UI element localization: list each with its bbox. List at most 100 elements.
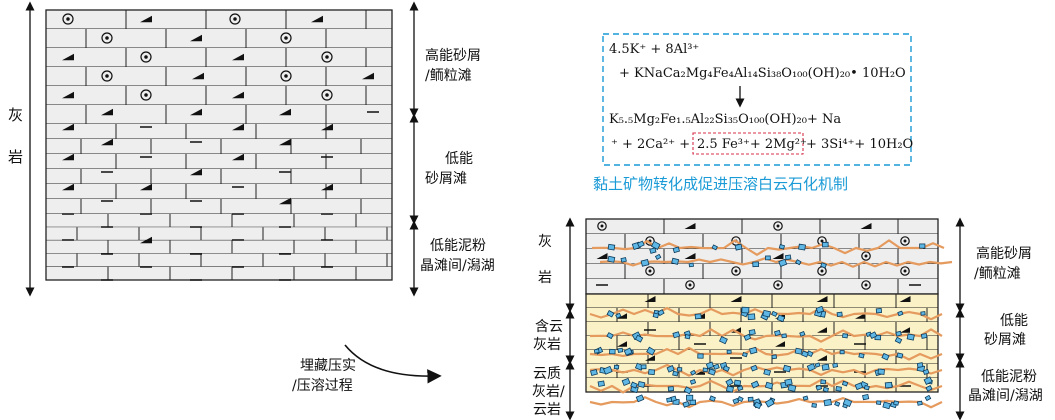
grain-symbol [684, 252, 696, 260]
dolomite-crystal [821, 363, 830, 371]
dolomite-crystal [747, 313, 756, 321]
dolomite-crystal [615, 312, 622, 319]
dolomite-crystal [684, 334, 691, 340]
process-arrow-group: 埋藏压实 /压溶过程 [292, 344, 442, 394]
grain-symbol [232, 91, 244, 99]
dolomite-crystal [924, 394, 932, 402]
dolomite-crystal [875, 308, 883, 314]
dolomite-crystal [682, 400, 690, 408]
left-zone-3-line-1: 低能泥粉 [430, 238, 486, 254]
dolomite-crystal [640, 364, 647, 370]
dolomite-crystal [771, 354, 778, 360]
dolomite-crystal [794, 347, 803, 355]
dolomite-crystal [922, 368, 930, 375]
dolomite-crystal [742, 351, 748, 358]
dolomite-crystal [798, 243, 806, 251]
dolomite-crystal [815, 384, 823, 391]
right-zone-1-line-2: /鲕粒滩 [974, 266, 1021, 282]
grain-symbol [279, 138, 291, 146]
dolomite-crystal [726, 349, 732, 354]
dolomite-crystal [862, 393, 870, 401]
stylolite-line [589, 328, 943, 343]
dolomite-crystal [762, 309, 771, 318]
dolomite-crystal [795, 259, 802, 266]
ooid-symbol [101, 70, 113, 82]
dolomite-crystal [694, 313, 702, 320]
dolomite-crystal [869, 331, 878, 339]
dolomite-crystal [620, 257, 627, 263]
ooid-symbol [321, 89, 333, 101]
grain-symbol [730, 295, 742, 303]
dolomite-crystal [884, 381, 893, 389]
right-dolomitized-block [585, 218, 953, 410]
right-lithology-3-line-1: 云质 [533, 366, 561, 382]
grain-symbol [321, 183, 333, 191]
equation-line-3: K₅.₅Mg₂Fe₁.₅Al₂₂Si₃₅O₁₀₀(OH)₂₀+ Na [609, 112, 841, 127]
dolomite-crystal [815, 305, 825, 314]
dolomite-crystal [842, 398, 853, 408]
dolomite-crystal [778, 244, 786, 250]
dolomite-crystal [722, 365, 730, 372]
dolomite-crystal [646, 346, 656, 356]
stylolite-line [591, 239, 945, 256]
dolomite-crystal [711, 244, 718, 251]
dolomite-crystal [893, 400, 900, 406]
block-outline [585, 293, 939, 393]
ooid-symbol [140, 51, 152, 63]
dolomite-crystal [635, 394, 645, 403]
dolomite-crystal [776, 314, 786, 323]
dolomite-crystal [787, 384, 797, 392]
ooid-symbol [900, 236, 910, 246]
left-zone-2-line-1: 低能 [445, 151, 473, 167]
right-lithology-2-line-2: 灰岩 [533, 337, 561, 353]
ooid-symbol [645, 266, 655, 276]
grain-symbol [140, 183, 152, 191]
dolomite-crystal [771, 310, 778, 317]
grain-symbol [899, 295, 911, 303]
grain-symbol [645, 355, 655, 361]
dolomite-crystal [919, 243, 926, 249]
grain-symbol [644, 295, 656, 303]
dolomite-crystal [630, 381, 638, 389]
dolomite-crystal [882, 401, 891, 410]
dolomite-crystal [741, 306, 750, 314]
dolomite-crystal [876, 400, 882, 405]
dolomite-crystal [925, 385, 933, 392]
ooid-symbol [731, 266, 741, 276]
dolomite-crystal [609, 348, 616, 355]
dolomite-crystal [806, 363, 816, 372]
process-label-line-1: 埋藏压实 [300, 358, 356, 374]
ooid-symbol [773, 221, 783, 231]
dolomite-crystal [705, 361, 715, 370]
dolomite-crystal [636, 240, 645, 248]
grain-symbol [190, 168, 202, 176]
dolomite-crystal [863, 384, 870, 391]
right-lithology-3-line-2: 灰岩/ [532, 384, 565, 400]
dolomite-crystal [763, 368, 772, 376]
right-zone-1-line-1: 高能砂屑 [976, 245, 1032, 262]
dolomite-crystal [820, 262, 827, 269]
dolomite-crystal [801, 350, 809, 358]
grain-symbol [232, 153, 244, 161]
left-lithology-char-1: 灰 [8, 106, 23, 124]
dolomite-crystal [784, 254, 792, 261]
ooid-symbol [229, 13, 241, 25]
grain-symbol [816, 295, 828, 303]
dolomite-crystal [671, 257, 680, 265]
grain-symbol [232, 123, 244, 131]
right-lithology-1-line-1: 灰 [538, 234, 552, 250]
dolomite-crystal [672, 246, 681, 254]
dolomite-crystal [839, 350, 845, 355]
dolomite-crystal [923, 376, 933, 385]
grain-symbol [596, 252, 608, 260]
left-zone-1-line-1: 高能砂屑 [425, 47, 481, 64]
grain-symbol [62, 153, 74, 161]
grain-symbol [140, 236, 152, 244]
dolomite-crystal [649, 247, 657, 254]
dolomite-crystal [774, 329, 781, 337]
right-zone-3-line-1: 低能泥粉 [981, 369, 1037, 385]
dolomite-crystal [822, 386, 830, 393]
dolomite-crystal [854, 382, 864, 391]
right-lithology-1-line-2: 岩 [538, 270, 552, 286]
dolomite-crystal [654, 253, 662, 260]
